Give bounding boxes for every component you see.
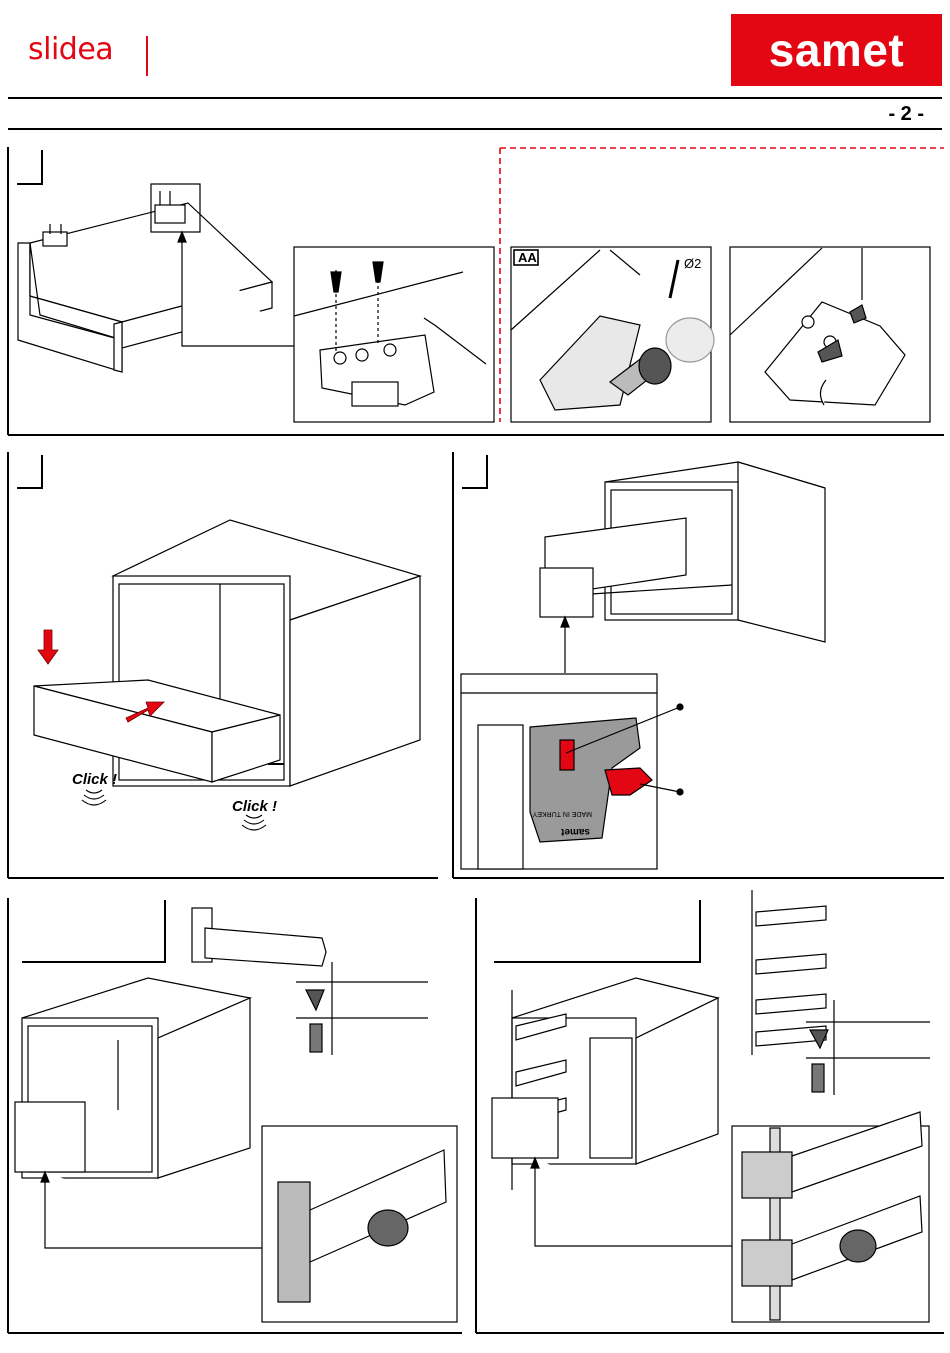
lock-made-in-text: MADE IN TURKEY xyxy=(532,810,592,817)
rear-rail-bracket-mounting xyxy=(492,890,930,1322)
detail-AA-label: AA xyxy=(518,250,537,265)
cabinet-insert-drawer xyxy=(34,520,420,786)
drawer-drawing xyxy=(18,184,294,372)
lock-brand-text: samet xyxy=(560,826,590,837)
bracket-fixed-detail xyxy=(730,247,930,422)
bracket-detail xyxy=(294,247,494,422)
front-rail-bracket-mounting xyxy=(15,908,457,1322)
drill-size-label: Ø2 xyxy=(684,256,701,271)
click-label-2: Click ! xyxy=(232,798,277,815)
click-label-1: Click ! xyxy=(72,771,117,788)
detail-AA xyxy=(511,247,714,422)
cabinet-drawer-lock xyxy=(461,462,825,869)
